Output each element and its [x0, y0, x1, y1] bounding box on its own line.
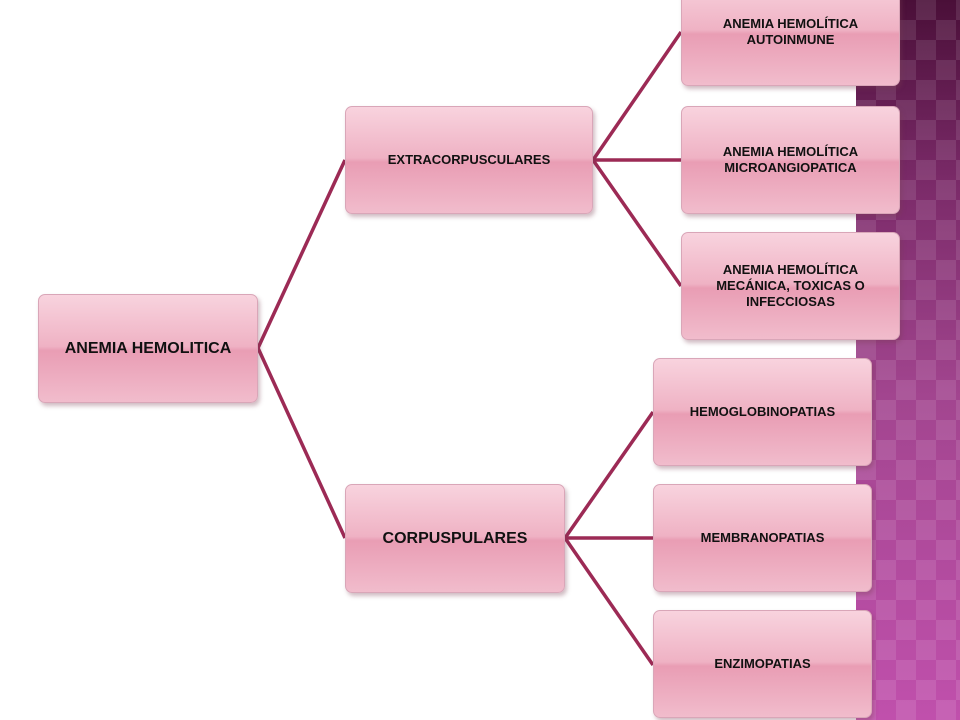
connector-root-corpuspulares	[256, 347, 347, 539]
connector-extra-autoinmune	[591, 31, 683, 161]
node-label: ANEMIA HEMOLÍTICA MICROANGIOPATICA	[722, 143, 859, 175]
node-label: EXTRACORPUSCULARES	[387, 151, 551, 167]
node-label: CORPUSPULARES	[382, 529, 528, 547]
node-anemia-hemolitica-microangiopatica: ANEMIA HEMOLÍTICA MICROANGIOPATICA	[681, 106, 900, 214]
node-label: ANEMIA HEMOLITICA	[64, 339, 232, 357]
node-membranopatias: MEMBRANOPATIAS	[653, 484, 872, 592]
node-label: ANEMIA HEMOLÍTICA MECÁNICA, TOXICAS O IN…	[716, 261, 865, 310]
node-label: ANEMIA HEMOLÍTICA AUTOINMUNE	[722, 15, 859, 47]
node-label: HEMOGLOBINOPATIAS	[689, 403, 836, 419]
node-root-anemia-hemolitica: ANEMIA HEMOLITICA	[38, 294, 258, 403]
node-corpuspulares: CORPUSPULARES	[345, 484, 565, 593]
node-label: ENZIMOPATIAS	[714, 655, 811, 671]
connector-corp-enzimopatias	[563, 537, 655, 666]
node-anemia-hemolitica-mecanica: ANEMIA HEMOLÍTICA MECÁNICA, TOXICAS O IN…	[681, 232, 900, 340]
connector-corp-hemoglobinopatias	[563, 410, 655, 540]
node-label: MEMBRANOPATIAS	[700, 529, 825, 545]
node-anemia-hemolitica-autoinmune: ANEMIA HEMOLÍTICA AUTOINMUNE	[681, 0, 900, 86]
connector-root-extracorpusculares	[256, 159, 347, 349]
node-extracorpusculares: EXTRACORPUSCULARES	[345, 106, 593, 214]
node-enzimopatias: ENZIMOPATIAS	[653, 610, 872, 718]
node-hemoglobinopatias: HEMOGLOBINOPATIAS	[653, 358, 872, 466]
connector-extra-mecanica	[591, 158, 683, 288]
